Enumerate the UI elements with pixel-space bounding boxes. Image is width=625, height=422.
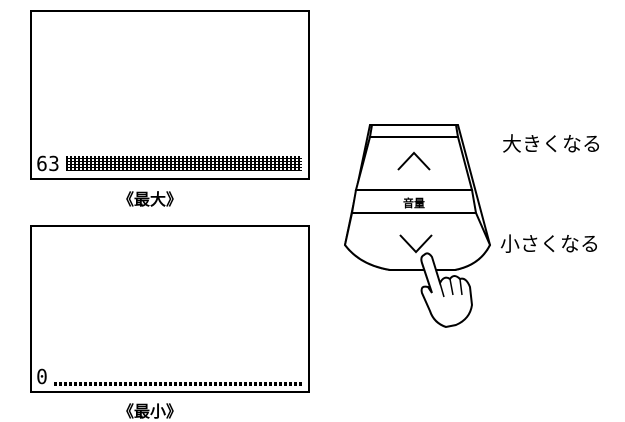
chevron-up-icon — [397, 151, 431, 171]
volume-up-label: 大きくなる — [502, 132, 602, 156]
volume-bar-max — [66, 156, 302, 171]
volume-display-max: 63 — [30, 10, 310, 180]
volume-down-button[interactable] — [343, 212, 492, 271]
volume-up-button[interactable] — [354, 136, 474, 191]
caption-max: 《最大》 — [118, 190, 183, 209]
volume-display-min: 0 — [30, 225, 310, 393]
chevron-down-icon — [399, 234, 433, 254]
volume-rocker-remote: 音量 — [343, 124, 492, 329]
volume-level-min: 0 — [36, 365, 49, 389]
volume-level-max: 63 — [36, 152, 61, 176]
caption-min: 《最小》 — [118, 402, 183, 421]
volume-center-label: 音量 — [403, 196, 425, 210]
pointing-hand-icon — [420, 252, 474, 329]
volume-down-label: 小さくなる — [500, 232, 600, 256]
volume-bar-min — [54, 382, 302, 386]
